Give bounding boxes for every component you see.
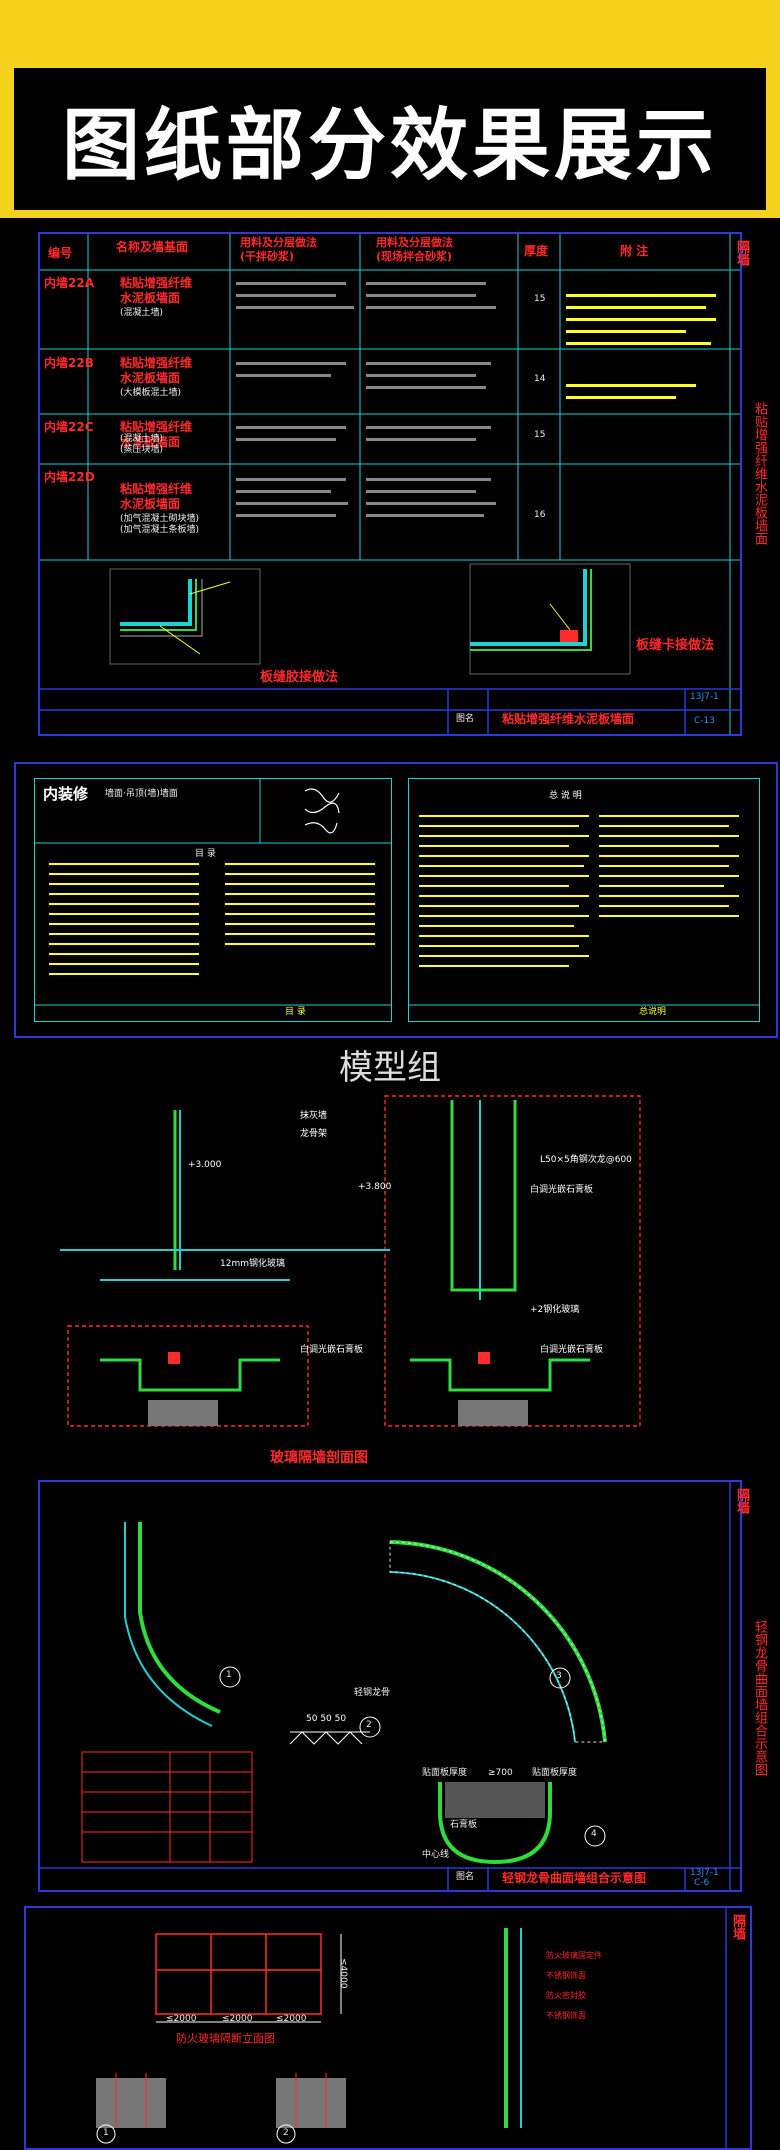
row-code: 内墙22A — [44, 276, 94, 290]
general-notes-panel: 总 说 明 总说明 — [408, 778, 760, 1022]
svg-text:龙骨架: 龙骨架 — [300, 1127, 327, 1139]
detail-right-drawing — [469, 563, 631, 675]
banner: 图纸部分效果展示 — [0, 0, 780, 218]
header-name: 名称及墙基面 — [116, 240, 189, 254]
detail-num-1: 1 — [226, 1670, 232, 1680]
dim-height: ≤4000 — [338, 1958, 348, 1989]
dim-label: 50 50 50 — [306, 1714, 347, 1724]
footer-page: C-6 — [694, 1878, 710, 1888]
label-keel: 轻钢龙骨 — [354, 1688, 391, 1698]
header-thickness: 厚度 — [524, 244, 549, 258]
sheet1-right-title: 粘贴增强纤维水泥板墙面 — [752, 402, 767, 545]
header-code: 编号 — [48, 246, 73, 260]
index-subtitle: 墙面·吊顶(墙)墙面 — [105, 789, 178, 799]
side-label: 隔墙 — [734, 1488, 749, 1514]
footer-title: 粘贴增强纤维水泥板墙面 — [502, 712, 635, 726]
svg-text:L50×5角钢次龙@600: L50×5角钢次龙@600 — [540, 1153, 632, 1165]
label-min-width: ≥700 — [488, 1768, 513, 1778]
index-list-title: 目 录 — [195, 849, 216, 859]
footer-code: 13J7-1 — [690, 692, 719, 702]
footer-page: C-13 — [694, 716, 715, 726]
label-gypsum: 石膏板 — [450, 1820, 478, 1830]
svg-text:白调光嵌石膏板: 白调光嵌石膏板 — [530, 1183, 593, 1195]
sheet-glass-partition: 抹灰墙龙骨架 L50×5角钢次龙@600 白调光嵌石膏板 +2钢化玻璃 白调光嵌… — [60, 1090, 700, 1470]
row-base: (混凝土墙) (蒸压块墙) — [120, 434, 164, 456]
svg-text:+2钢化玻璃: +2钢化玻璃 — [530, 1303, 579, 1315]
svg-text:白调光嵌石膏板: 白调光嵌石膏板 — [540, 1343, 603, 1355]
model-group-title: 模型组 — [339, 1048, 441, 1088]
row-thickness: 16 — [534, 510, 546, 520]
side-label: 隔墙 — [730, 1914, 745, 1940]
detail-num-2: 2 — [283, 2128, 289, 2138]
dim-1: ≤2000 — [166, 2014, 197, 2024]
svg-text:不锈钢饰面: 不锈钢饰面 — [546, 2010, 586, 2020]
svg-text:抹灰墙: 抹灰墙 — [300, 1109, 327, 1121]
glass-partition-caption: 玻璃隔墙剖面图 — [270, 1450, 368, 1466]
svg-text:白调光嵌石膏板: 白调光嵌石膏板 — [300, 1343, 363, 1355]
general-notes-title: 总 说 明 — [549, 791, 582, 801]
row-thickness: 14 — [534, 374, 546, 384]
sheet-curved-wall: 1 2 3 4 50 50 50 轻钢龙骨 贴面板厚度 ≥700 贴面板厚度 石… — [38, 1480, 749, 1892]
footer-code: 13J7-1 — [690, 1868, 719, 1878]
label-centerline: 中心线 — [422, 1850, 450, 1860]
banner-title: 图纸部分效果展示 — [61, 101, 718, 191]
header-dry-mix: 用料及分层做法 (干拌砂浆) — [240, 236, 317, 263]
row-name: 粘贴增强纤维 水泥板墙面 — [120, 276, 193, 305]
general-notes-lines — [409, 815, 759, 1006]
svg-text:防火密封胶: 防火密封胶 — [546, 1990, 586, 2000]
row-base: (混凝土墙) — [120, 308, 164, 318]
sheet-fire-glass: 防火玻璃固定件不锈钢饰面防火密封胶不锈钢饰面 防火玻璃隔断立面图 ≤2000 ≤… — [24, 1906, 752, 2150]
row-name: 粘贴增强纤维 水泥板墙面 — [120, 356, 193, 385]
svg-text:不锈钢饰面: 不锈钢饰面 — [546, 1970, 586, 1980]
elevation-title: 防火玻璃隔断立面图 — [176, 2032, 275, 2045]
label-thickness-left: 贴面板厚度 — [422, 1768, 468, 1778]
detail-left-title: 板缝胶接做法 — [260, 670, 339, 685]
detail-num-2: 2 — [366, 1720, 372, 1730]
side-label: 隔墙 — [734, 240, 749, 266]
dim-2: ≤2000 — [222, 2014, 253, 2024]
row-code: 内墙22C — [44, 420, 94, 434]
dim-3: ≤2000 — [276, 2014, 307, 2024]
sheet-index: 内装修 墙面·吊顶(墙)墙面 目 录 目 录 总 说 明 总说明 — [14, 762, 778, 1038]
general-notes-footer: 总说明 — [639, 1007, 667, 1017]
index-title: 内装修 — [43, 785, 89, 803]
index-panel: 内装修 墙面·吊顶(墙)墙面 目 录 目 录 — [34, 778, 392, 1022]
curved-wall-drawing — [40, 1482, 740, 1890]
footer-title: 轻钢龙骨曲面墙组合示意图 — [502, 1871, 647, 1885]
sheet4-right-title: 轻钢龙骨曲面墙组合示意图 — [752, 1620, 767, 1776]
row-code: 内墙22D — [44, 470, 95, 484]
index-footer: 目 录 — [285, 1007, 306, 1017]
detail-right-title: 板缝卡接做法 — [636, 638, 715, 653]
row-code: 内墙22B — [44, 356, 94, 370]
index-panel-lines — [35, 779, 391, 1006]
sheet-wall-finish: 编号 名称及墙基面 用料及分层做法 (干拌砂浆) 用料及分层做法 (现场拌合砂浆… — [38, 232, 749, 736]
row-base: (加气混凝土砌块墙) (加气混凝土条板墙) — [120, 514, 200, 536]
dim-top: +3.000 — [188, 1160, 222, 1170]
label-thickness-right: 贴面板厚度 — [532, 1768, 578, 1778]
header-notes: 附 注 — [620, 244, 649, 258]
detail-num-1: 1 — [103, 2128, 109, 2138]
row-name: 粘贴增强纤维 水泥板墙面 — [120, 420, 193, 449]
detail-num-3: 3 — [556, 1671, 562, 1681]
footer-label: 图名 — [456, 1872, 475, 1882]
row-thickness: 15 — [534, 294, 546, 304]
banner-box: 图纸部分效果展示 — [14, 68, 766, 210]
row-thickness: 15 — [534, 430, 546, 440]
row-name: 粘贴增强纤维 水泥板墙面 — [120, 482, 193, 511]
footer-label: 图名 — [456, 714, 475, 724]
row-base: (大模板混土墙) — [120, 388, 182, 398]
header-site-mix: 用料及分层做法 (现场拌合砂浆) — [376, 236, 453, 263]
sheet1-grid — [40, 234, 740, 734]
detail-left-drawing — [109, 568, 261, 665]
dim-right: +3.800 — [358, 1182, 392, 1192]
detail-num-4: 4 — [591, 1829, 597, 1839]
svg-text:防火玻璃固定件: 防火玻璃固定件 — [546, 1950, 602, 1960]
svg-text:12mm钢化玻璃: 12mm钢化玻璃 — [220, 1257, 285, 1269]
